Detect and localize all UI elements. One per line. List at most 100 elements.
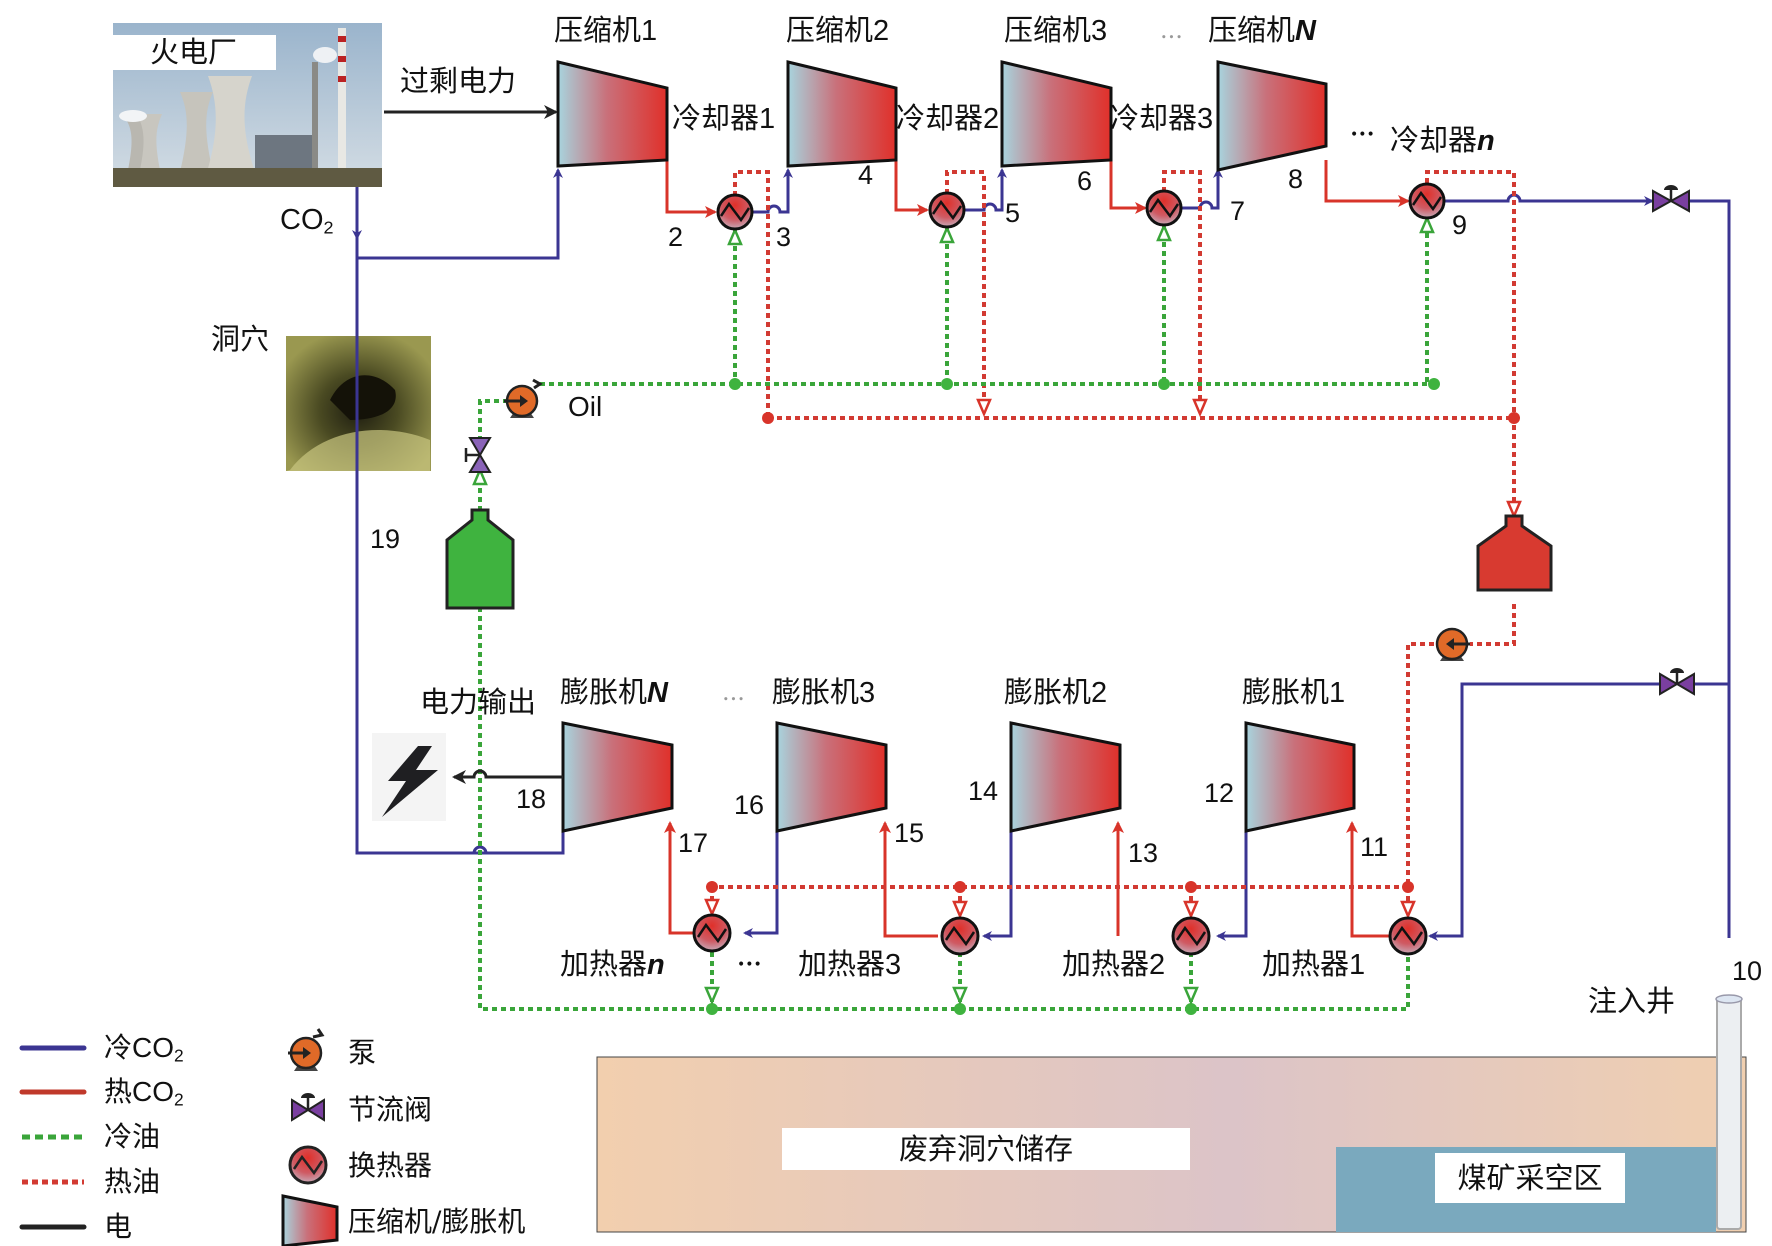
cooler-n-label: 冷却器n (1390, 126, 1495, 156)
cold-oil-tank (445, 508, 515, 610)
cooler-1[interactable] (716, 193, 754, 231)
expander-2[interactable] (1009, 721, 1122, 833)
hot-oil-lines (710, 170, 1516, 912)
goaf-label-bg (1435, 1153, 1625, 1203)
cooler-3[interactable] (1145, 189, 1183, 227)
legend-valve-label: 节流阀 (348, 1093, 433, 1126)
heater-1-label: 加热器1 (1262, 950, 1365, 980)
state-point-19: 19 (370, 524, 401, 554)
expander-1[interactable] (1244, 721, 1356, 833)
heater-3-index: 3 (885, 949, 902, 981)
expander-n-index: N (647, 677, 668, 709)
compressor-2-label: 压缩机2 (786, 16, 889, 46)
hot-co2-lines (664, 160, 1410, 938)
expander-1-index: 1 (1329, 677, 1346, 709)
cooler-2-name: 冷却器 (896, 101, 984, 135)
coal-mine-goaf-label: 煤矿采空区 (1457, 1160, 1603, 1195)
state-point-6: 6 (1077, 166, 1093, 196)
heater-1-name: 加热器 (1262, 947, 1350, 981)
state-point-14: 14 (968, 776, 999, 806)
cooler-2[interactable] (928, 191, 966, 229)
co2-sub: 2 (323, 217, 334, 238)
heater-n-name: 加热器 (560, 947, 648, 981)
compressor-3-index: 3 (1091, 15, 1108, 47)
cooler-1-label: 冷却器1 (672, 104, 775, 134)
state-point-3: 3 (776, 222, 792, 252)
state-point-13: 13 (1128, 838, 1159, 868)
compressor-n[interactable] (1216, 60, 1328, 172)
compressor-1-label: 压缩机1 (554, 16, 657, 46)
legend-heat-exchanger-icon (288, 1145, 328, 1185)
ellipsis-coolers: ••• (1350, 127, 1375, 143)
heater-2-name: 加热器 (1062, 947, 1150, 981)
legend-heat-exchanger-label: 换热器 (348, 1149, 433, 1182)
cooler-n-index: n (1477, 125, 1495, 157)
expander-2-name: 膨胀机 (1004, 675, 1092, 709)
legend-compressor-icon (281, 1194, 339, 1246)
legend-compressor-expander-label: 压缩机/膨胀机 (348, 1205, 526, 1238)
compressor-n-name: 压缩机 (1208, 13, 1296, 47)
legend-hot-co2-formula: CO (132, 1076, 175, 1107)
state-point-8: 8 (1288, 164, 1304, 194)
expander-2-index: 2 (1091, 677, 1108, 709)
compressor-3-name: 压缩机 (1004, 13, 1092, 47)
cooler-2-index: 2 (983, 103, 1000, 135)
cooler-n[interactable] (1408, 182, 1446, 220)
legend-pump-label: 泵 (348, 1036, 377, 1069)
legend-cold-co2: 冷CO2 (104, 1034, 184, 1065)
compressor-2-name: 压缩机 (786, 13, 874, 47)
cooler-3-name: 冷却器 (1110, 101, 1198, 135)
expander-3-name: 膨胀机 (772, 675, 860, 709)
heater-3-label: 加热器3 (798, 950, 901, 980)
heater-3[interactable] (940, 916, 980, 956)
ellipsis-top: ... (1160, 16, 1183, 44)
state-point-10: 10 (1732, 956, 1763, 986)
throttle-valve-lower[interactable] (1659, 668, 1695, 696)
expander-3-label: 膨胀机3 (772, 678, 875, 708)
expander-1-label: 膨胀机1 (1242, 678, 1345, 708)
heater-2-index: 2 (1149, 949, 1166, 981)
cold-co2-lines (352, 170, 1731, 941)
hot-oil-junctions (706, 412, 1520, 893)
lightning-bolt-icon (372, 733, 446, 821)
pump-cold-oil[interactable] (504, 378, 543, 418)
cold-oil-lines (478, 215, 1429, 1011)
cooler-3-index: 3 (1197, 103, 1214, 135)
heater-1[interactable] (1388, 916, 1428, 956)
legend-hot-co2: 热CO2 (104, 1078, 184, 1109)
co2-label: CO2 (280, 206, 334, 238)
heater-2-label: 加热器2 (1062, 950, 1165, 980)
compressor-2[interactable] (786, 60, 898, 168)
expander-n-label: 膨胀机N (560, 678, 668, 708)
expander-3[interactable] (775, 721, 888, 833)
legend-cold-oil: 冷油 (104, 1120, 161, 1153)
pump-hot-oil[interactable] (1435, 627, 1470, 661)
power-plant-label: 火电厂 (150, 35, 238, 69)
state-point-18: 18 (516, 784, 547, 814)
heater-n[interactable] (692, 913, 732, 953)
throttle-valve-top[interactable] (1652, 185, 1690, 213)
legend-hot-co2-sub: 2 (174, 1089, 184, 1110)
compressor-3[interactable] (1000, 60, 1113, 168)
legend-cold-co2-prefix: 冷 (104, 1031, 133, 1064)
expander-2-label: 膨胀机2 (1004, 678, 1107, 708)
expander-n[interactable] (561, 721, 674, 833)
ellipsis-heaters: ••• (737, 957, 762, 973)
cold-oil-junctions (706, 378, 1440, 1015)
legend-cold-co2-formula: CO (132, 1032, 175, 1063)
legend-cold-co2-sub: 2 (174, 1045, 184, 1066)
compressor-1[interactable] (556, 60, 669, 168)
power-output-line (452, 769, 563, 784)
oil-label: Oil (568, 391, 603, 422)
heater-2[interactable] (1171, 916, 1211, 956)
ellipsis-expanders: ... (722, 678, 745, 706)
compressor-n-index: N (1295, 15, 1316, 47)
legend-hot-oil: 热油 (104, 1165, 161, 1198)
power-output-label: 电力输出 (420, 685, 537, 719)
throttle-valve-oil[interactable] (464, 437, 492, 473)
abandoned-cave-storage-label: 废弃洞穴储存 (898, 1131, 1073, 1166)
cooler-3-label: 冷却器3 (1110, 104, 1213, 134)
compressor-n-label: 压缩机N (1208, 16, 1316, 46)
cold-oil-arrows (472, 214, 1435, 1006)
heater-n-label: 加热器n (560, 950, 665, 980)
